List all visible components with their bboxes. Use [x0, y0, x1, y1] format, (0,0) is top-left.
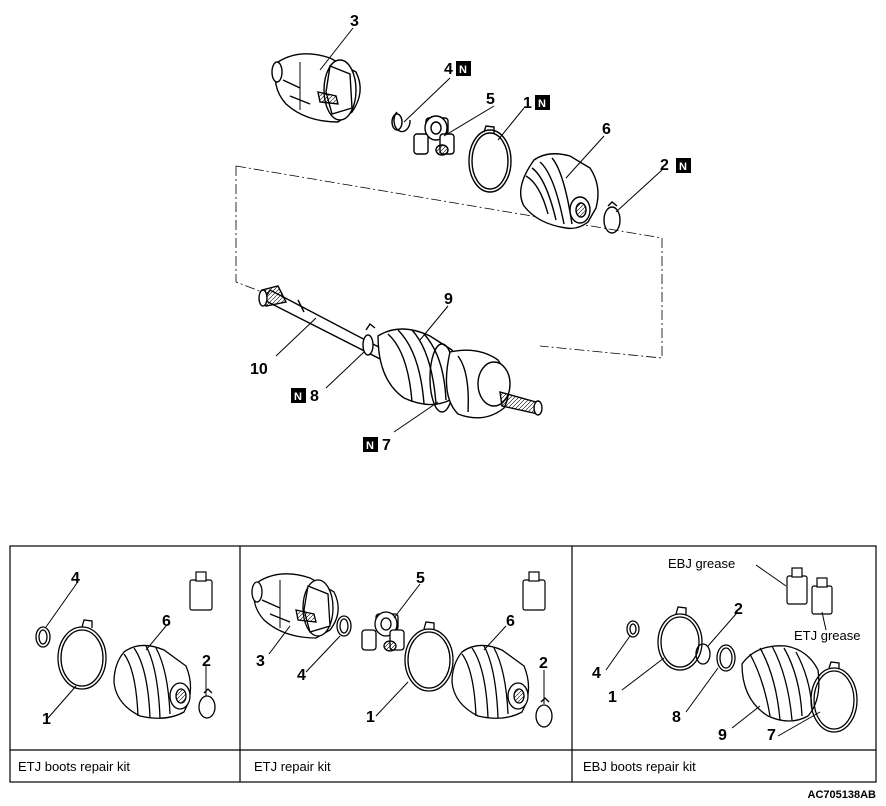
grease-tube-icon	[522, 571, 546, 611]
callout-4: 4	[297, 667, 306, 684]
callout-6: 6	[602, 121, 611, 138]
alignment-dash-lines	[235, 165, 663, 359]
callout-5: 5	[486, 91, 495, 108]
callout-3: 3	[350, 13, 359, 30]
svg-text:N: N	[459, 64, 467, 76]
etj-boot-part	[113, 644, 192, 719]
n-mark-4: N	[456, 61, 471, 76]
reference-code: AC705138AB	[808, 789, 877, 801]
callout-6: 6	[506, 613, 515, 630]
callout-2: 2	[660, 157, 669, 174]
etj-boot-part	[451, 644, 530, 719]
callout-4: 4	[592, 665, 601, 682]
drive-shaft-assembly	[258, 285, 543, 419]
callout-1: 1	[523, 95, 532, 112]
ebj-boot-part	[741, 645, 820, 722]
callout-2: 2	[202, 653, 211, 670]
etj-grease-tube-icon	[811, 577, 833, 615]
etj-grease-label: ETJ grease	[794, 628, 860, 643]
kit-label: ETJ repair kit	[254, 759, 331, 774]
callout-3: 3	[256, 653, 265, 670]
boot-band-part	[657, 606, 703, 671]
tripod-joint-part	[413, 115, 455, 156]
snap-ring-part	[626, 620, 640, 638]
boot-band-small-part	[198, 688, 216, 719]
callout-9: 9	[444, 291, 453, 308]
callout-2: 2	[539, 655, 548, 672]
callout-4: 4	[71, 570, 80, 587]
callout-4: 4	[444, 61, 453, 78]
callout-7: 7	[382, 437, 391, 454]
n-mark-8: N	[291, 388, 306, 403]
etj-housing-part	[251, 573, 339, 639]
boot-band-part	[404, 621, 454, 692]
boot-band-small-part	[695, 643, 711, 665]
panel-etj-repair-kit: 5 6 3 4 2 1 ETJ repair kit	[251, 570, 553, 774]
callout-6: 6	[162, 613, 171, 630]
boot-band-part	[57, 619, 107, 690]
etj-boot-part	[520, 153, 599, 230]
etj-housing-part	[271, 53, 361, 123]
leader-lines-kit2	[268, 583, 545, 717]
callout-1: 1	[366, 709, 375, 726]
callout-1: 1	[608, 689, 617, 706]
repair-kit-table	[9, 545, 877, 783]
ebj-grease-label: EBJ grease	[668, 556, 735, 571]
callout-1: 1	[42, 711, 51, 728]
boot-band-small-part	[603, 201, 621, 234]
callout-2: 2	[734, 601, 743, 618]
grease-tube-icon	[189, 571, 213, 611]
kit-label: EBJ boots repair kit	[583, 759, 696, 774]
panel-ebj-boots-kit: EBJ grease ETJ grease 2 4 1 8 9 7 EBJ bo…	[583, 556, 860, 774]
leader-lines-kit1	[45, 582, 207, 719]
callout-8: 8	[672, 709, 681, 726]
svg-text:N: N	[294, 391, 302, 403]
svg-text:N: N	[366, 440, 374, 452]
callout-9: 9	[718, 727, 727, 744]
boot-band-small-part	[535, 697, 553, 728]
snap-ring-part	[35, 626, 51, 648]
svg-text:N: N	[538, 98, 546, 110]
boot-band-part	[468, 125, 512, 193]
callout-8: 8	[310, 388, 319, 405]
callout-7: 7	[767, 727, 776, 744]
n-mark-7: N	[363, 437, 378, 452]
svg-text:N: N	[679, 161, 687, 173]
snap-ring-part	[336, 615, 352, 637]
callouts-main: 3 4 N 5 1 N 6 2 N 9 10 N 8 N 7	[250, 13, 691, 454]
kit-label: ETJ boots repair kit	[18, 759, 130, 774]
boot-band-small-part	[716, 644, 736, 672]
snap-ring-part	[391, 111, 411, 133]
leader-lines-kit3	[605, 564, 827, 737]
boot-band-part	[810, 661, 858, 733]
ebj-grease-tube-icon	[786, 567, 808, 605]
n-mark-1: N	[535, 95, 550, 110]
tripod-joint-part	[361, 611, 405, 652]
callout-10: 10	[250, 361, 268, 378]
panel-etj-boots-kit: 4 6 2 1 ETJ boots repair kit	[18, 570, 216, 774]
n-mark-2: N	[676, 158, 691, 173]
callout-5: 5	[416, 570, 425, 587]
leader-lines-main	[275, 27, 663, 433]
